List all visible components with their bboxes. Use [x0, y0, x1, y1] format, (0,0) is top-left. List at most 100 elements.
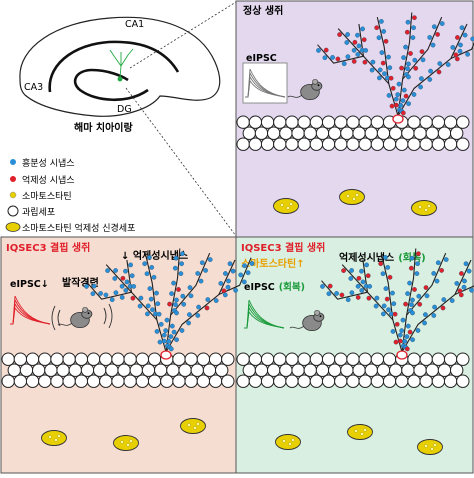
excitatory-synapse: [145, 272, 149, 276]
granule-cell: [359, 375, 371, 387]
somatostatin-neuron: [114, 436, 139, 451]
granule-cell: [33, 364, 45, 376]
somatostatin-granule: [58, 435, 61, 438]
excitatory-synapse: [203, 268, 207, 272]
mouse-eye: [320, 315, 322, 317]
granule-cell: [75, 375, 87, 387]
granule-cell: [26, 353, 38, 365]
inhibitory-synapse: [459, 293, 463, 297]
granule-cell: [26, 375, 38, 387]
legend-granule-cell-icon: [8, 206, 18, 216]
recovered-ipsc-note: (회복): [279, 281, 305, 293]
legend-label-4: 과립세포: [22, 207, 55, 218]
somatostatin-granule: [127, 444, 130, 447]
excitatory-synapse: [181, 294, 185, 298]
excitatory-synapse: [123, 269, 127, 273]
excitatory-synapse: [388, 66, 392, 70]
granule-cell: [136, 353, 148, 365]
granule-cell: [371, 353, 383, 365]
excitatory-synapse: [246, 271, 250, 275]
granule-cell: [444, 375, 456, 387]
granule-cell: [322, 375, 334, 387]
somatostatin-granule: [130, 440, 133, 443]
granule-cell: [14, 375, 26, 387]
excitatory-synapse: [139, 296, 143, 300]
inhibitory-synapse: [404, 94, 408, 98]
inhibitory-synapse: [455, 57, 459, 61]
excitatory-synapse: [356, 284, 360, 288]
excitatory-synapse: [155, 329, 159, 333]
excitatory-synapse: [406, 62, 410, 66]
excitatory-synapse: [413, 58, 417, 62]
mutant-granule-layer: [2, 353, 234, 387]
granule-cell: [261, 138, 273, 150]
inhibitory-synapse: [414, 66, 418, 70]
somatostatin-granule: [353, 198, 356, 201]
mouse-ear: [315, 310, 320, 315]
granule-cell: [371, 138, 383, 150]
granule-cell: [329, 127, 341, 139]
granule-cell: [280, 364, 292, 376]
granule-cell: [322, 116, 334, 128]
region-dg: DG: [117, 104, 132, 115]
excitatory-synapse: [174, 298, 178, 302]
somatostatin-granule: [361, 433, 364, 436]
excitatory-synapse: [110, 298, 114, 302]
excitatory-synapse: [149, 297, 153, 301]
legend-blue-dot-icon: [10, 159, 16, 165]
inhibitory-synapse: [418, 302, 422, 306]
excitatory-synapse: [422, 321, 426, 325]
granule-cell: [161, 375, 173, 387]
somatostatin-granule: [197, 423, 200, 426]
excitatory-synapse: [157, 312, 161, 316]
excitatory-synapse: [113, 276, 117, 280]
inhibitory-synapse: [395, 322, 399, 326]
inhibitory-synapse: [352, 59, 356, 63]
inhibitory-synapse: [424, 285, 428, 289]
excitatory-synapse: [200, 261, 204, 265]
granule-cell: [45, 364, 57, 376]
somatostatin-granule: [121, 441, 124, 444]
excitatory-synapse: [360, 288, 364, 292]
somatostatin-neuron: [42, 431, 67, 446]
excitatory-synapse: [84, 284, 88, 288]
excitatory-synapse: [401, 98, 405, 102]
inhibitory-synapse: [441, 306, 445, 310]
excitatory-synapse: [214, 298, 218, 302]
excitatory-synapse: [150, 308, 154, 312]
granule-cell: [274, 375, 286, 387]
legend-label-3: 소마토스타틴: [22, 191, 72, 202]
granule-cell: [249, 375, 261, 387]
granule-cell: [335, 375, 347, 387]
granule-cell: [365, 127, 377, 139]
inhibitory-synapse: [356, 295, 360, 299]
granule-cell: [286, 116, 298, 128]
somatostatin-granule: [289, 443, 292, 446]
inhibitory-synapse: [403, 302, 407, 306]
excitatory-synapse: [179, 271, 183, 275]
excitatory-synapse: [152, 275, 156, 279]
excitatory-synapse: [410, 256, 414, 260]
granule-cell: [371, 375, 383, 387]
excitatory-synapse: [406, 102, 410, 106]
granule-cell: [438, 127, 450, 139]
granule-cell: [106, 364, 118, 376]
granule-cell: [292, 364, 304, 376]
excitatory-synapse: [387, 93, 391, 97]
excitatory-synapse: [450, 298, 454, 302]
granule-cell: [347, 353, 359, 365]
excitatory-synapse: [169, 291, 173, 295]
normal-ipsc-trace: [243, 63, 287, 103]
excitatory-synapse: [467, 269, 471, 273]
inhibitory-synapse: [375, 26, 379, 30]
granule-cell: [100, 353, 112, 365]
granule-cell: [383, 353, 395, 365]
somatostatin-granule: [55, 439, 58, 442]
excitatory-synapse: [345, 32, 349, 36]
granule-cell: [402, 364, 414, 376]
excitatory-synapse: [334, 291, 338, 295]
inhibitory-synapse: [337, 32, 341, 36]
excitatory-synapse: [316, 48, 320, 52]
excitatory-synapse: [320, 284, 324, 288]
excitatory-synapse: [150, 265, 154, 269]
